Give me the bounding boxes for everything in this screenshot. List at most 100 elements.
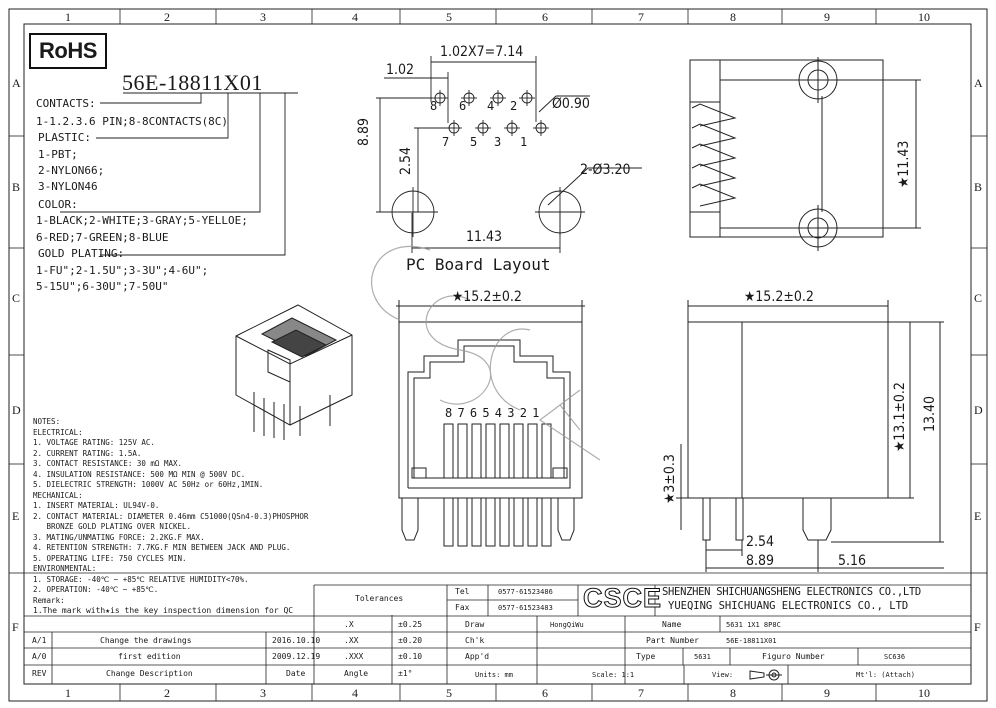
pcb-peg-dim: 2-Ø3.20 <box>580 162 631 178</box>
name-value: 5631 1X1 8P8C <box>726 621 781 629</box>
note-line: 2. CONTACT MATERIAL: DIAMETER 0.46mm C51… <box>33 511 309 521</box>
part-number-code: 56E-18811X01 <box>122 70 263 95</box>
pcb-pitch-dim: 1.02X7=7.14 <box>440 44 524 60</box>
side-pin-span-dim: 8.89 <box>746 553 775 569</box>
pcb-pin-label: 6 <box>459 99 467 113</box>
col-label-top: 9 <box>824 10 830 24</box>
col-label-top: 8 <box>730 10 736 24</box>
plastic-option: 3-NYLON46 <box>38 180 98 193</box>
note-line: 2. OPERATION: -40℃ ~ +85℃. <box>33 585 159 594</box>
tol-val: ±1° <box>398 669 413 678</box>
side-pin-pitch-dim: 2.54 <box>746 534 775 550</box>
col-label-bottom: 3 <box>260 686 266 700</box>
rev-a0: A/0 <box>32 652 47 661</box>
rev-header-date: Date <box>286 669 306 678</box>
plastic-option: 2-NYLON66; <box>38 164 105 177</box>
gold-option: 5-15U";6-30U";7-50U" <box>36 280 169 293</box>
company-name-1: SHENZHEN SHICHUANGSHENG ELECTRONICS CO.,… <box>662 586 921 598</box>
row-label-left: B <box>12 180 21 194</box>
note-line: 3. MATING/UNMATING FORCE: 2.2KG.F MAX. <box>33 532 205 542</box>
pcb-pin-label: 1 <box>520 135 528 149</box>
rev-a1-desc: Change the drawings <box>100 636 192 645</box>
contacts-label: CONTACTS: <box>36 97 96 110</box>
note-line: MECHANICAL: <box>33 490 83 500</box>
name-label: Name <box>662 620 682 629</box>
note-line: 1. INSERT MATERIAL: UL94V-0. <box>33 501 160 510</box>
material-value: Mt'l: (Attach) <box>856 671 916 679</box>
col-label-top: 5 <box>446 10 452 24</box>
contacts-value: 1-1.2.3.6 PIN;8-8CONTACTS(8C) <box>36 115 229 128</box>
side-height-dim: ★13.1±0.2 <box>892 382 908 452</box>
note-line: ELECTRICAL: <box>33 427 83 437</box>
pcb-pin-label: 3 <box>494 135 502 149</box>
note-line: Remark: <box>33 595 65 605</box>
fax-label: Fax <box>455 603 470 612</box>
note-line: 1. VOLTAGE RATING: 125V AC. <box>33 438 155 447</box>
note-line: 1.The mark with★is the key inspection di… <box>33 606 294 615</box>
type-label: Type <box>636 652 656 661</box>
figure-label: Figuro Number <box>762 652 825 661</box>
side-total-height-dim: 13.40 <box>922 395 938 432</box>
tol-key: .XX <box>344 636 359 645</box>
col-label-bottom: 9 <box>824 686 830 700</box>
front-pin-length-dim: ★3±0.3 <box>662 454 678 504</box>
col-label-bottom: 2 <box>164 686 170 700</box>
pcb-height-row: 2.54 <box>398 146 414 175</box>
col-label-bottom: 6 <box>542 686 548 700</box>
color-option: 1-BLACK;2-WHITE;3-GRAY;5-YELLOE; <box>36 214 248 227</box>
rev-a1: A/1 <box>32 636 47 645</box>
col-label-top: 2 <box>164 10 170 24</box>
note-line: 4. INSULATION RESISTANCE: 500 MΩ MIN @ 5… <box>33 469 246 479</box>
tol-key: .X <box>344 620 354 629</box>
pcb-pin-label: 5 <box>470 135 478 149</box>
fax-value: 0577-61523483 <box>498 604 553 612</box>
type-value: 5631 <box>694 653 711 661</box>
appd-label: App'd <box>465 652 490 661</box>
plastic-option: 1-PBT; <box>38 148 78 161</box>
draw-label: Draw <box>465 620 485 629</box>
row-label-left: D <box>12 403 21 417</box>
front-width-dim: ★15.2±0.2 <box>452 289 522 305</box>
note-line: NOTES: <box>33 417 61 426</box>
partno-label: Part Number <box>646 636 699 645</box>
pcb-height-total: 8.89 <box>356 117 372 146</box>
note-line: 1. STORAGE: -40℃ ~ +85℃ RELATIVE HUMIDIT… <box>33 574 249 584</box>
tolerances-label: Tolerances <box>355 594 404 603</box>
rev-a0-date: 2009.12.19 <box>272 652 321 661</box>
col-label-top: 10 <box>918 10 930 24</box>
row-label-right: C <box>974 291 983 305</box>
tol-key: Angle <box>344 669 369 678</box>
pcb-pin-label: 4 <box>487 99 495 113</box>
notes-block: NOTES: ELECTRICAL: 1. VOLTAGE RATING: 12… <box>33 417 308 617</box>
pcb-peg-span: 11.43 <box>466 229 503 245</box>
col-label-top: 6 <box>542 10 548 24</box>
top-view-span-dim: ★11.43 <box>896 140 912 188</box>
pcb-pin-label: 2 <box>510 99 518 113</box>
col-label-bottom: 4 <box>352 686 358 700</box>
color-option: 6-RED;7-GREEN;8-BLUE <box>36 231 169 244</box>
rev-header: REV <box>32 669 47 678</box>
pcb-layout-title: PC Board Layout <box>406 255 551 274</box>
row-label-left: C <box>12 291 21 305</box>
tol-val: ±0.10 <box>398 652 423 661</box>
col-label-top: 3 <box>260 10 266 24</box>
plastic-label: PLASTIC: <box>38 131 91 144</box>
rev-a0-desc: first edition <box>118 652 181 661</box>
note-line: BRONZE GOLD PLATING OVER NICKEL. <box>33 522 192 531</box>
row-label-left: E <box>12 509 20 523</box>
units: Units: mm <box>475 671 513 679</box>
col-label-bottom: 5 <box>446 686 452 700</box>
row-label-left: A <box>12 76 21 90</box>
gold-label: GOLD PLATING: <box>38 247 125 260</box>
figure-value: SC636 <box>884 653 906 661</box>
view-label: View: <box>712 671 734 679</box>
tol-val: ±0.25 <box>398 620 423 629</box>
note-line: 4. RETENTION STRENGTH: 7.7KG.F MIN BETWE… <box>33 543 291 552</box>
note-line: 5. OPERATING LIFE: 750 CYCLES MIN. <box>33 553 187 563</box>
tol-key: .XXX <box>344 652 364 661</box>
tel-label: Tel <box>455 587 470 596</box>
row-label-right: B <box>974 180 983 194</box>
projection-icon <box>748 667 784 681</box>
row-label-right: F <box>974 620 981 634</box>
